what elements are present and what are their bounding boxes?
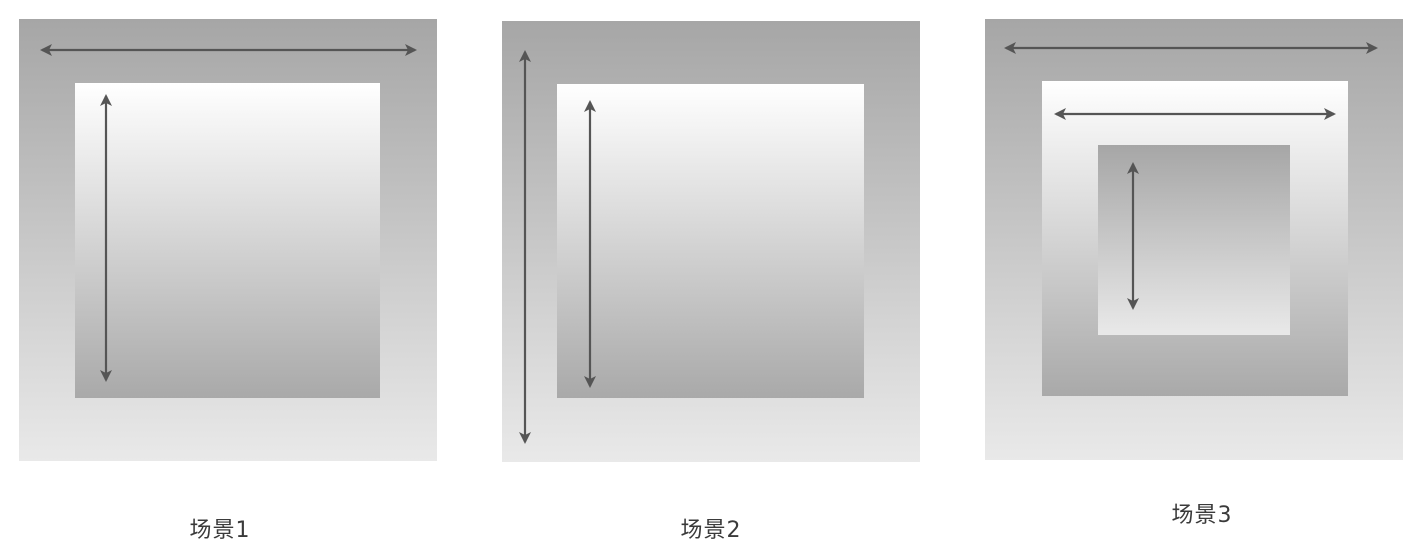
scene-3-inner-box [1098, 145, 1290, 335]
scene-1-inner-box [75, 83, 380, 398]
scene-1 [19, 19, 437, 461]
scene-2-caption: 场景2 [680, 518, 742, 543]
scene-2-inner-box [557, 84, 864, 398]
scene-1-caption: 场景1 [189, 518, 251, 543]
scene-2 [502, 21, 920, 462]
scene-3-caption: 场景3 [1171, 503, 1233, 528]
scene-3 [985, 19, 1403, 460]
